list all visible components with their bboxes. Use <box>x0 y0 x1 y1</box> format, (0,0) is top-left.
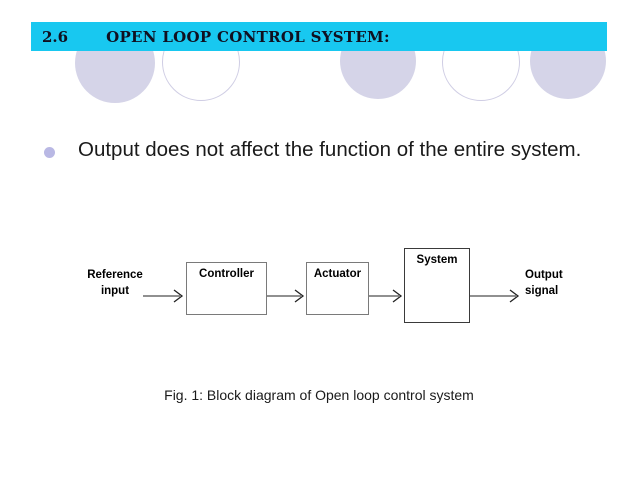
arrow-controller-to-actuator <box>267 289 305 303</box>
figure-caption: Fig. 1: Block diagram of Open loop contr… <box>164 387 474 403</box>
actuator-block: Actuator <box>306 262 369 315</box>
output-signal-label-line1: Output <box>525 269 563 281</box>
arrow-actuator-to-system <box>369 289 403 303</box>
arrow-system-to-output <box>470 289 520 303</box>
controller-block-label: Controller <box>199 268 254 280</box>
section-number: 2.6 <box>42 27 69 46</box>
bullet-text: Output does not affect the function of t… <box>78 138 582 161</box>
page-title: OPEN LOOP CONTROL SYSTEM: <box>106 27 390 46</box>
output-signal-label: Output signal <box>525 268 563 299</box>
decorative-circle-band <box>0 51 638 103</box>
bullet-list-item: Output does not affect the function of t… <box>44 138 624 163</box>
output-signal-label-line2: signal <box>525 284 559 297</box>
deco-circle-5 <box>530 51 606 99</box>
actuator-block-label: Actuator <box>313 268 362 280</box>
arrow-input-to-controller <box>143 289 184 303</box>
controller-block: Controller <box>186 262 267 315</box>
deco-circle-4 <box>442 51 520 101</box>
reference-input-label: Reference input <box>82 268 148 299</box>
system-block-label: System <box>416 254 458 266</box>
reference-input-label-line2: input <box>100 284 130 297</box>
deco-circle-1 <box>75 51 155 103</box>
deco-circle-3 <box>340 51 416 99</box>
bullet-dot-icon <box>44 147 55 158</box>
reference-input-label-line1: Reference <box>87 269 143 281</box>
system-block: System <box>404 248 470 323</box>
slide-title-bar: 2.6 OPEN LOOP CONTROL SYSTEM: <box>31 22 607 51</box>
deco-circle-2 <box>162 51 240 101</box>
